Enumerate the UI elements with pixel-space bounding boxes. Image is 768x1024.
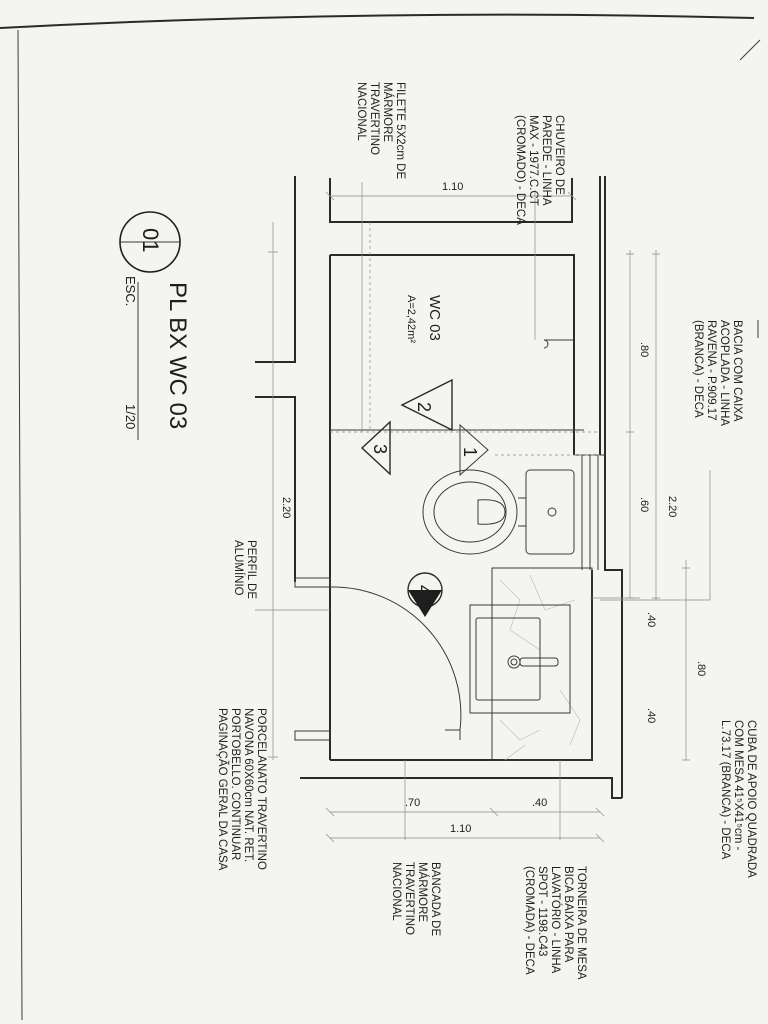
dim-top-width: 1.10 bbox=[442, 181, 463, 193]
scale-label: ESC. bbox=[123, 276, 138, 306]
sheet-corner-mark bbox=[739, 39, 761, 61]
dim-40a: .40 bbox=[645, 612, 657, 627]
note-bancada-line-2: MÁRMORE bbox=[416, 862, 429, 922]
note-cuba-line-2: COM MESA 41⁵X41⁵cm - bbox=[732, 720, 744, 850]
note-filete-line-3: TRAVERTINO bbox=[368, 82, 380, 155]
note-cuba: CUBA DE APOIO QUADRADA COM MESA 41⁵X41⁵c… bbox=[719, 720, 757, 878]
note-bancada-line-4: NACIONAL bbox=[390, 862, 402, 921]
door bbox=[294, 577, 462, 741]
sheet-border-top bbox=[0, 13, 755, 29]
title-block: 01 PL BX WC 03 ESC. 1/20 bbox=[119, 211, 191, 440]
note-cuba-line-3: L.73.17 (BRANCA) - DECA bbox=[719, 720, 731, 860]
marker-1-label: 1 bbox=[460, 447, 480, 457]
note-torneira-line-4: SPOT - 1198.C43 bbox=[536, 866, 548, 956]
room-name: WC 03 bbox=[426, 295, 443, 341]
marker-3-label: 3 bbox=[370, 444, 390, 454]
note-porcelanato-line-1: PORCELANATO TRAVERTINO bbox=[255, 708, 267, 870]
note-bancada-line-3: TRAVERTINO bbox=[403, 862, 415, 935]
marker-4-label: 4 bbox=[414, 585, 434, 595]
note-bancada: BANCADA DE MÁRMORE TRAVERTINO NACIONAL bbox=[390, 862, 441, 936]
note-bacia-line-1: BACIA COM CAIXA bbox=[731, 320, 743, 422]
note-chuveiro-line-2: PAREDE - LINHA bbox=[540, 115, 552, 206]
dim-80a: .80 bbox=[638, 342, 650, 357]
sheet-border-left bbox=[17, 29, 23, 1021]
shower-fixture bbox=[543, 339, 574, 349]
dimension-lines bbox=[255, 182, 711, 843]
drawing-title: PL BX WC 03 bbox=[164, 282, 191, 429]
dim-bottom-width: 1.10 bbox=[450, 823, 471, 835]
dim-70: .70 bbox=[405, 797, 420, 809]
note-torneira-line-1: TORNEIRA DE MESA bbox=[575, 866, 587, 980]
vanity bbox=[469, 567, 593, 761]
note-perfil-line-2: ALUMÍNIO bbox=[232, 540, 245, 596]
dim-80b: .80 bbox=[695, 661, 707, 676]
note-torneira-line-3: LAVATÓRIO - LINHA bbox=[549, 866, 562, 974]
dim-40b: .40 bbox=[645, 708, 657, 723]
note-filete-line-4: NACIONAL bbox=[355, 82, 367, 141]
note-porcelanato-line-3: PORTOBELLO. CONTINUAR bbox=[229, 708, 241, 860]
marker-3: 3 bbox=[360, 420, 391, 476]
drawing-number: 01 bbox=[138, 228, 163, 252]
note-chuveiro-line-1: CHUVEIRO DE bbox=[553, 115, 565, 195]
note-cuba-line-1: CUBA DE APOIO QUADRADA bbox=[745, 720, 757, 878]
note-filete-line-2: MÁRMORE bbox=[381, 82, 394, 142]
room-area: A=2,42m² bbox=[405, 295, 417, 343]
marker-4: 4 bbox=[407, 572, 443, 617]
note-torneira-line-5: (CROMADA) - DECA bbox=[523, 866, 535, 975]
dimension-texts: 1.10 2.20 2.20 .80 .60 .40 .40 .80 .70 .… bbox=[280, 181, 707, 835]
note-bacia: BACIA COM CAIXA ACOPLADA - LINHA RAVENA … bbox=[692, 320, 743, 426]
marker-2-label: 2 bbox=[414, 402, 434, 412]
note-perfil: PERFIL DE ALUMÍNIO bbox=[232, 540, 257, 599]
note-torneira-line-2: BICA BAIXA PARA bbox=[562, 866, 574, 963]
dim-right-length: 2.20 bbox=[666, 496, 678, 517]
dim-40c: .40 bbox=[532, 797, 547, 809]
marker-1: 1 bbox=[459, 423, 489, 477]
note-chuveiro: CHUVEIRO DE PAREDE - LINHA MAX - 1977.C.… bbox=[514, 115, 565, 225]
note-porcelanato: PORCELANATO TRAVERTINO NAVONA 60X60cm NA… bbox=[216, 708, 267, 871]
dim-60: .60 bbox=[638, 497, 650, 512]
scale-value: 1/20 bbox=[123, 404, 138, 429]
walls bbox=[255, 176, 623, 799]
room-label: WC 03 A=2,42m² bbox=[405, 295, 443, 343]
dim-left-length: 2.20 bbox=[280, 497, 292, 518]
note-filete: FILETE 5X2cm DE MÁRMORE TRAVERTINO NACIO… bbox=[355, 82, 406, 179]
note-perfil-line-1: PERFIL DE bbox=[245, 540, 257, 599]
note-bancada-line-1: BANCADA DE bbox=[429, 862, 441, 936]
note-porcelanato-line-4: PAGINAÇÃO GERAL DA CASA bbox=[216, 708, 229, 871]
note-filete-line-1: FILETE 5X2cm DE bbox=[394, 82, 406, 179]
note-porcelanato-line-2: NAVONA 60X60cm NAT. RET. bbox=[242, 708, 254, 862]
note-bacia-line-4: (BRANCA) - DECA bbox=[692, 320, 704, 418]
toilet bbox=[422, 469, 575, 555]
note-chuveiro-line-3: MAX - 1977.C.CT bbox=[527, 115, 539, 206]
note-bacia-line-2: ACOPLADA - LINHA bbox=[718, 320, 730, 426]
note-bacia-line-3: RAVENA - P.909.17 bbox=[705, 320, 717, 421]
marker-2: 2 bbox=[400, 378, 453, 432]
note-torneira: TORNEIRA DE MESA BICA BAIXA PARA LAVATÓR… bbox=[523, 866, 587, 980]
note-chuveiro-line-4: (CROMADO) - DECA bbox=[514, 115, 526, 225]
